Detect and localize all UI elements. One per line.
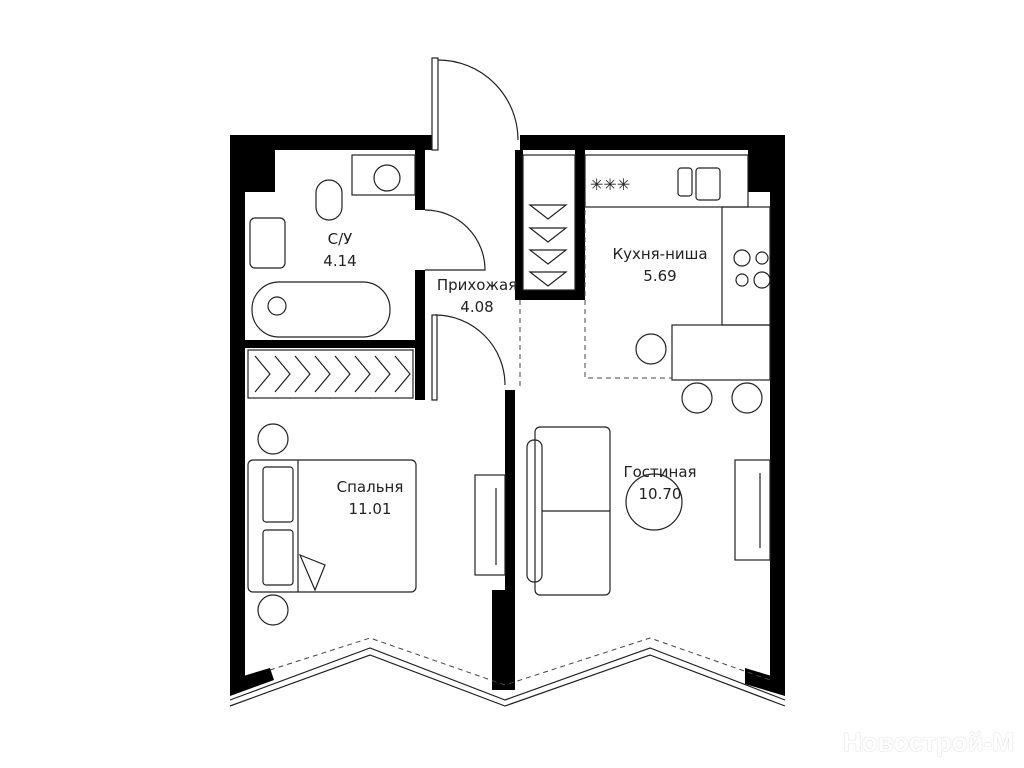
walls [230, 135, 785, 696]
room-label-kitchen: Кухня-ниша 5.69 [612, 243, 707, 287]
windows [229, 637, 786, 707]
hall-wardrobe [522, 154, 576, 291]
bathroom-door[interactable] [424, 209, 486, 271]
entry-door[interactable] [431, 57, 519, 151]
room-area: 4.08 [460, 298, 494, 316]
room-label-living: Гостиная 10.70 [623, 461, 696, 505]
living-furniture [526, 426, 771, 596]
svg-text:✳✳✳: ✳✳✳ [590, 175, 630, 194]
room-area: 11.01 [348, 500, 392, 518]
wardrobe-bedroom [247, 349, 414, 399]
room-name: Гостиная [623, 463, 697, 481]
room-name: С/У [327, 230, 353, 248]
room-area: 4.14 [323, 252, 357, 270]
watermark: Новострой-М [842, 727, 1014, 757]
room-label-hallway: Прихожая 4.08 [437, 274, 517, 318]
room-name: Прихожая [436, 276, 518, 294]
kitchen-fixtures: ✳✳✳ [519, 154, 771, 414]
bedroom-door[interactable] [431, 314, 506, 401]
room-label-bedroom: Спальня 11.01 [337, 476, 404, 520]
room-area: 5.69 [643, 267, 677, 285]
room-name: Кухня-ниша [612, 245, 708, 263]
room-name: Спальня [336, 478, 404, 496]
bedroom-furniture [247, 423, 506, 626]
bathroom-fixtures [249, 154, 416, 338]
room-label-bathroom: С/У 4.14 [323, 228, 356, 272]
room-area: 10.70 [638, 485, 682, 503]
